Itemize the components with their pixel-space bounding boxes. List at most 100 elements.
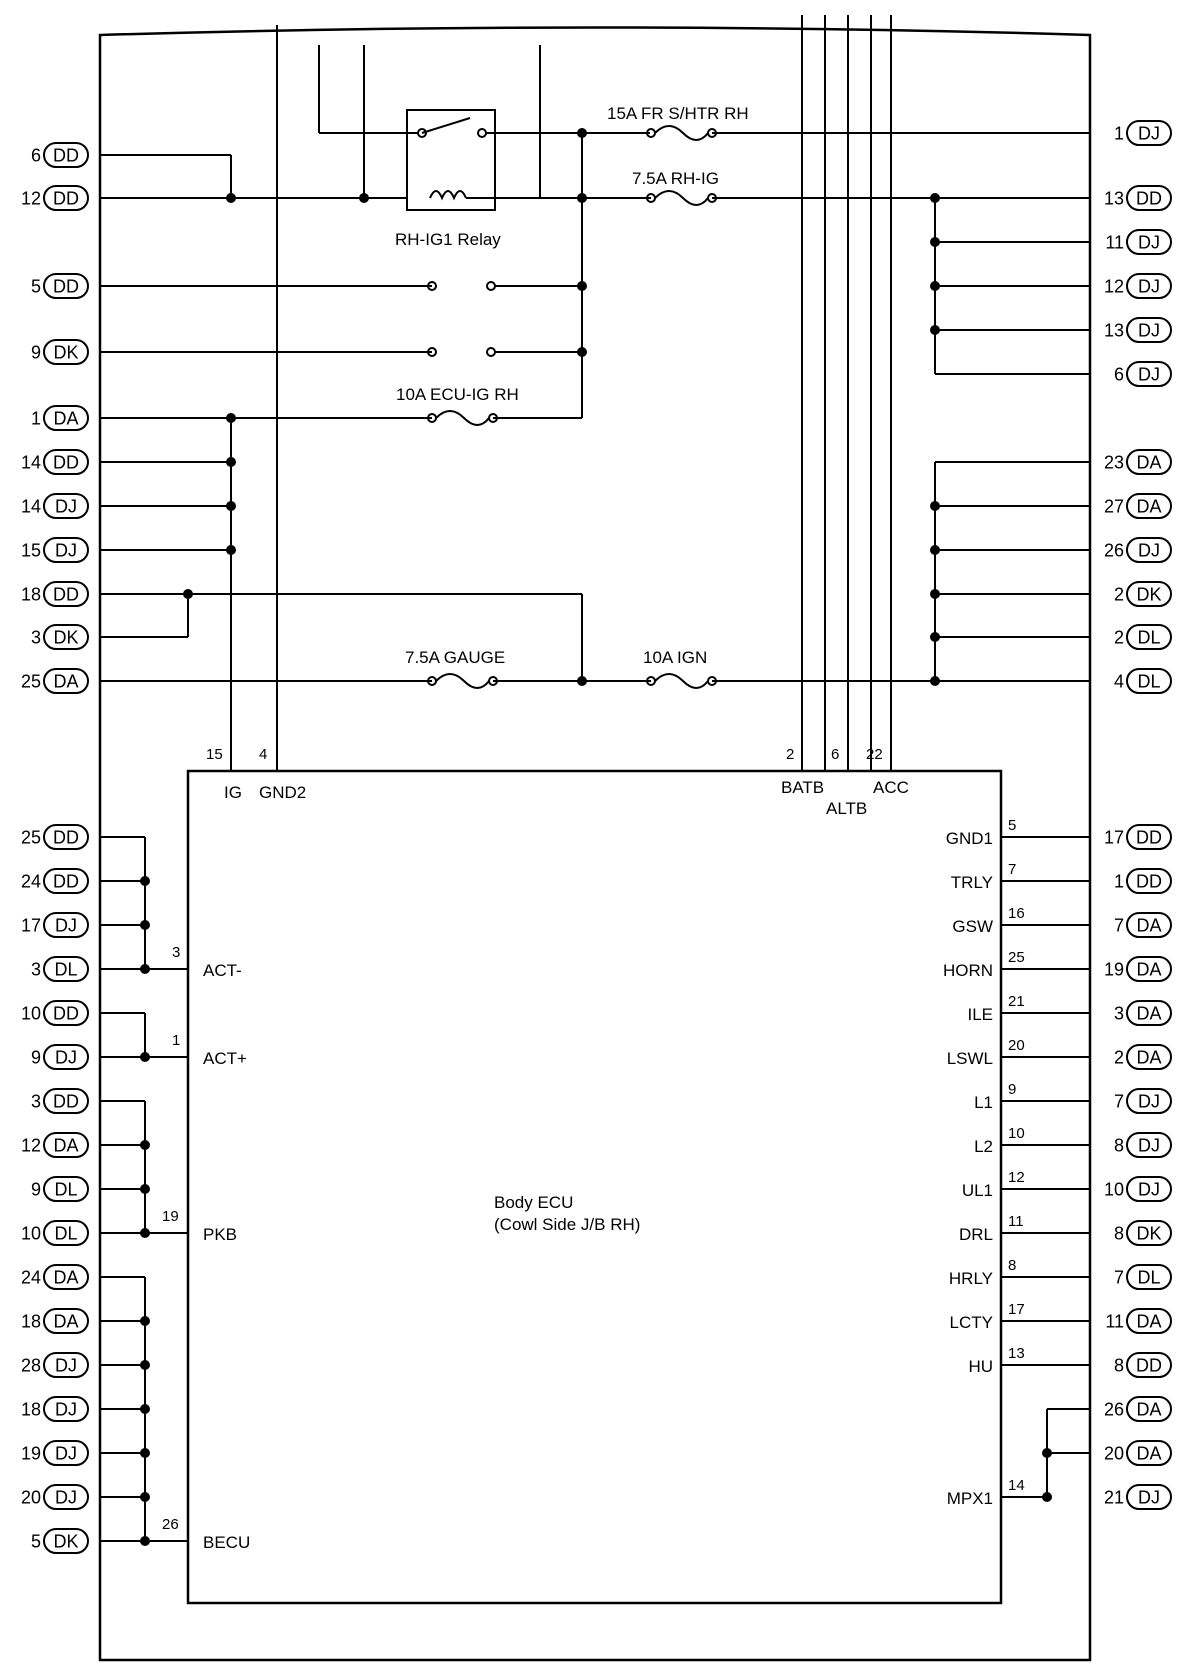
connector-pin: 5: [31, 1532, 41, 1552]
connector-dl: DL7: [1114, 1264, 1172, 1290]
pin-label: L2: [974, 1137, 993, 1156]
pin-label: L1: [974, 1093, 993, 1112]
connector-pin: 11: [1105, 233, 1124, 253]
connector-dk: DK9: [31, 339, 89, 365]
connector-code: DD: [1136, 189, 1162, 209]
pin-label: PKB: [203, 1225, 237, 1244]
pin-number: 19: [162, 1208, 179, 1225]
pin-label: MPX1: [947, 1489, 993, 1508]
pin-number: 8: [1008, 1257, 1016, 1274]
connector-pin: 26: [1104, 541, 1124, 561]
connector-dk: DK3: [31, 624, 89, 650]
connector-code: DJ: [1138, 1092, 1160, 1112]
connector-code: DK: [1136, 585, 1161, 605]
pin-number: 11: [1008, 1213, 1024, 1230]
connector-code: DD: [53, 1004, 79, 1024]
connector-pin: 3: [31, 960, 41, 980]
connector-pin: 10: [21, 1224, 41, 1244]
connector-code: DJ: [1138, 1488, 1160, 1508]
connector-code: DD: [53, 277, 79, 297]
pin-number: 7: [1008, 861, 1016, 878]
connector-code: DL: [54, 960, 77, 980]
connector-code: DJ: [55, 541, 77, 561]
fuse-label: 10A IGN: [643, 648, 707, 667]
connector-dl: DL4: [1114, 668, 1172, 694]
connector-pin: 13: [1104, 321, 1124, 341]
pin-number: 13: [1008, 1345, 1025, 1362]
connector-dd: DD3: [31, 1088, 89, 1114]
connector-pin: 7: [1114, 1092, 1124, 1112]
pin-number: 20: [1008, 1037, 1025, 1054]
pin-number: 6: [831, 746, 839, 763]
connector-dk: DK2: [1114, 581, 1172, 607]
pin-label: GND1: [946, 829, 993, 848]
pin-number: 22: [866, 746, 883, 763]
connector-pin: 18: [21, 1400, 41, 1420]
top-bus-lines: [230, 15, 892, 771]
connector-code: DA: [1136, 916, 1161, 936]
connector-code: DJ: [1138, 365, 1160, 385]
pin-label: IG: [224, 783, 242, 802]
connector-code: DD: [1136, 1356, 1162, 1376]
connector-dl: DL9: [31, 1176, 89, 1202]
connector-code: DA: [1136, 1400, 1161, 1420]
connector-code: DJ: [1138, 1136, 1160, 1156]
connector-code: DJ: [1138, 1180, 1160, 1200]
connector-pin: 3: [1114, 1004, 1124, 1024]
connector-code: DJ: [55, 1488, 77, 1508]
pin-number: 14: [1008, 1477, 1025, 1494]
pin-number: 9: [1008, 1081, 1016, 1098]
connector-pin: 17: [1104, 828, 1124, 848]
junction-dots-lower-left: [140, 876, 150, 1546]
pin-number: 1: [172, 1032, 180, 1049]
connector-pin: 24: [21, 872, 41, 892]
pin-label: BECU: [203, 1533, 250, 1552]
pin-label: HRLY: [949, 1269, 993, 1288]
connector-dk: DK8: [1114, 1220, 1172, 1246]
connector-pin: 2: [1114, 1048, 1124, 1068]
connector-dj: DJ9: [31, 1044, 89, 1070]
connector-code: DD: [53, 872, 79, 892]
connector-pin: 9: [31, 1048, 41, 1068]
connector-code: DK: [53, 1532, 78, 1552]
connector-pin: 1: [31, 409, 41, 429]
left-connectors: DD6DD12DD5DK9DA1DD14DJ14DJ15DD18DK3DA25D…: [21, 142, 89, 1554]
connector-dl: DL 3: [31, 956, 89, 982]
fuse-label: 10A ECU-IG RH: [396, 385, 519, 404]
connector-code: DA: [1136, 1312, 1161, 1332]
connector-da: DA1: [31, 405, 89, 431]
connector-pin: 3: [31, 1092, 41, 1112]
connector-da: DA3: [1114, 1000, 1172, 1026]
right-connectors: DJ1DD13DJ11DJ12DJ13DJ6DA23DA27DJ26DK2DL2…: [1104, 120, 1172, 1510]
connector-da: DA7: [1114, 912, 1172, 938]
connector-pin: 21: [1104, 1488, 1124, 1508]
connector-pin: 6: [1114, 365, 1124, 385]
connector-pin: 18: [21, 1312, 41, 1332]
ecu-right-pins: GND15TRLY7GSW16HORN25ILE21LSWL20L19L210U…: [943, 817, 1090, 1508]
connector-pin: 9: [31, 1180, 41, 1200]
connector-pin: 10: [1104, 1180, 1124, 1200]
junction-dots-upper: [183, 128, 940, 686]
connector-pin: 25: [21, 672, 41, 692]
connector-dd: DD6: [31, 142, 89, 168]
fuse-10a-ecu-ig-rh: 10A ECU-IG RH: [396, 385, 519, 426]
connector-pin: 14: [21, 453, 41, 473]
connector-code: DA: [1136, 497, 1161, 517]
ecu-location: (Cowl Side J/B RH): [494, 1215, 640, 1234]
pin-number: 25: [1008, 949, 1025, 966]
